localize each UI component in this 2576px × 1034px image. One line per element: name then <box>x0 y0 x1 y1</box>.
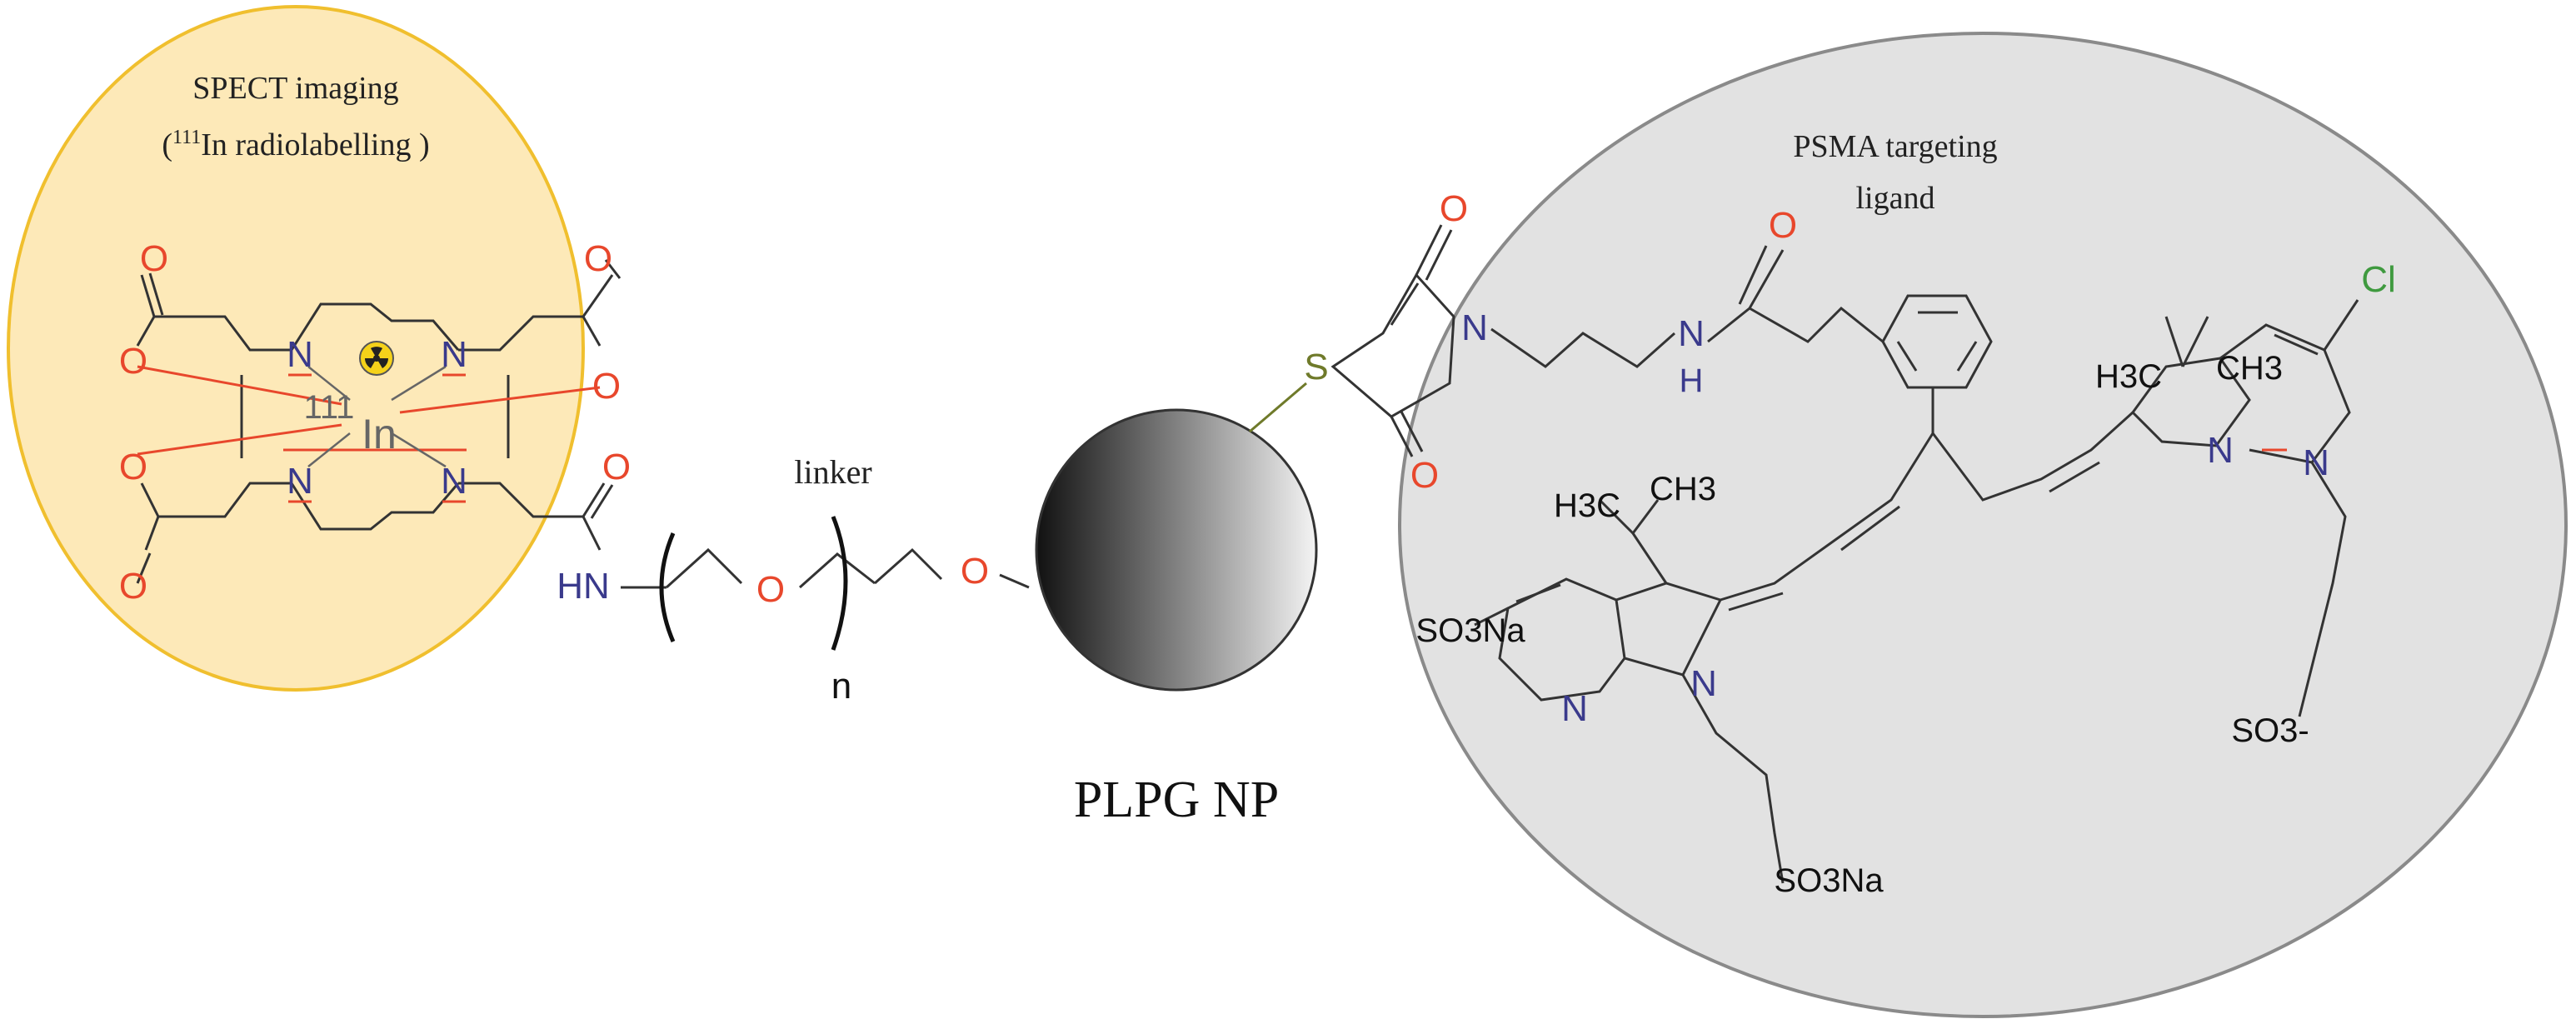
peg-linker <box>621 547 1030 589</box>
radiation-icon <box>359 341 394 376</box>
ligand-n-1: N <box>1461 307 1488 348</box>
chelator-n-2: N <box>441 334 467 375</box>
indium-mass-label: 111 <box>304 389 355 426</box>
chelator-coordination-bonds <box>137 365 601 456</box>
h3c-left: H3C <box>1554 487 1620 524</box>
chelator-bonds <box>136 259 622 584</box>
ligand-o-2: O <box>1410 455 1439 496</box>
h3c-right: H3C <box>2095 358 2162 395</box>
psma-title-line2: ligand <box>1856 181 1935 216</box>
indium-n-bonds <box>307 365 447 468</box>
chelator-n-4: N <box>441 461 467 502</box>
thioether-bond <box>1249 382 1307 433</box>
indium-label: In <box>362 411 397 457</box>
psma-title-line1: PSMA targeting <box>1793 129 1997 164</box>
ligand-o-1: O <box>1440 188 1468 229</box>
chelator-o-7: O <box>602 447 631 487</box>
ligand-n-5: N <box>1561 688 1588 729</box>
linker-label: linker <box>794 453 871 491</box>
chelator-o-1: O <box>140 238 168 279</box>
ligand-h: H <box>1680 362 1704 399</box>
so3na-bottom: SO3Na <box>1774 862 1884 899</box>
ligand-n-3: N <box>2207 430 2234 471</box>
amide-hn-label: HN <box>557 566 610 607</box>
chlorine-label: Cl <box>2361 259 2396 300</box>
ch3-left: CH3 <box>1650 471 1716 507</box>
chelator-o-5: O <box>119 447 147 487</box>
so3-minus: SO3- <box>2231 712 2309 749</box>
ch3-right: CH3 <box>2216 350 2283 387</box>
chelator-n-3: N <box>287 461 313 502</box>
sulfur-label: S <box>1304 347 1328 387</box>
linker-o-1: O <box>756 569 785 610</box>
nanoparticle <box>1035 408 1318 692</box>
linker-o-2: O <box>961 551 989 592</box>
chelator-o-3: O <box>584 238 612 279</box>
repeat-n-label: n <box>831 666 851 707</box>
ligand-n-4: N <box>2303 442 2329 483</box>
so3na-left: SO3Na <box>1415 612 1525 649</box>
chelator-o-6: O <box>119 566 147 607</box>
peg-brackets <box>659 516 848 651</box>
ligand-n-6: N <box>1690 663 1717 704</box>
ligand-o-3: O <box>1769 205 1797 246</box>
chelator-n-1: N <box>287 334 313 375</box>
spect-region <box>7 5 585 692</box>
psma-region <box>1398 32 2568 1018</box>
nanoparticle-label: PLPG NP <box>1074 772 1279 828</box>
ligand-n-2: N <box>1678 313 1705 354</box>
ligand-bonds <box>1330 224 2359 884</box>
spect-title: SPECT imaging <box>192 71 398 106</box>
spect-subtitle: (111In radiolabelling ) <box>162 127 429 162</box>
chelator-o-4: O <box>592 366 621 407</box>
chelator-o-2: O <box>119 341 147 382</box>
